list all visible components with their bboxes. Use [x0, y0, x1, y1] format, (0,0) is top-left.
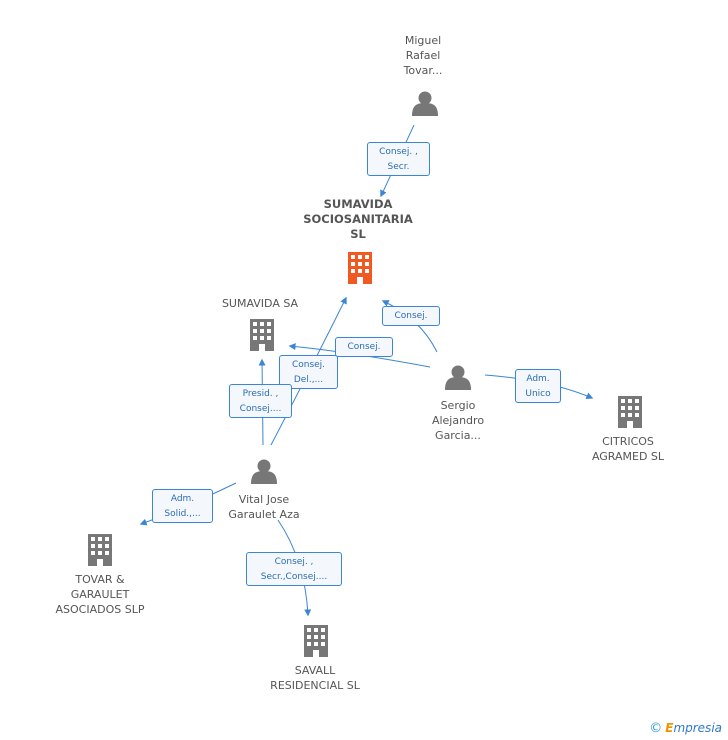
building-icon[interactable]: [304, 625, 328, 657]
building-icon[interactable]: [250, 319, 274, 351]
relation-label[interactable]: Consej. Del.,...: [279, 355, 338, 389]
node-label-vital[interactable]: Vital Jose Garaulet Aza: [228, 493, 300, 521]
building-icon[interactable]: [618, 396, 642, 428]
empresia-logo-text: mpresia: [673, 721, 722, 735]
relation-label[interactable]: Adm. Solid.,...: [152, 489, 213, 523]
node-label-savall[interactable]: SAVALL RESIDENCIAL SL: [270, 664, 360, 692]
empresia-logo-initial: E: [665, 721, 674, 735]
person-icon[interactable]: [445, 365, 471, 391]
copyright-symbol: ©: [649, 721, 663, 736]
node-label-miguel[interactable]: Miguel Rafael Tovar...: [403, 34, 443, 77]
node-label-tovar[interactable]: TOVAR & GARAULET ASOCIADOS SLP: [55, 573, 145, 616]
relation-label[interactable]: Adm. Unico: [515, 369, 561, 403]
relation-label[interactable]: Consej. , Secr.: [367, 142, 430, 176]
node-label-citricos[interactable]: CITRICOS AGRAMED SL: [591, 435, 665, 463]
relation-label[interactable]: Consej.: [382, 306, 440, 326]
relation-label[interactable]: Consej.: [335, 337, 393, 357]
building-icon-main[interactable]: [348, 252, 372, 284]
empresia-watermark: ©Empresia: [649, 721, 722, 736]
person-icon[interactable]: [412, 91, 438, 117]
building-icon[interactable]: [88, 534, 112, 566]
node-label-sumavida-sa[interactable]: SUMAVIDA SA: [221, 297, 299, 310]
person-icon[interactable]: [251, 459, 277, 485]
relation-label[interactable]: Presid. , Consej....: [229, 384, 292, 418]
node-label-sergio[interactable]: Sergio Alejandro Garcia...: [431, 399, 485, 442]
relation-label[interactable]: Consej. , Secr.,Consej....: [246, 552, 342, 586]
node-label-sumavida-sociosanitaria[interactable]: SUMAVIDA SOCIOSANITARIA SL: [303, 197, 413, 241]
